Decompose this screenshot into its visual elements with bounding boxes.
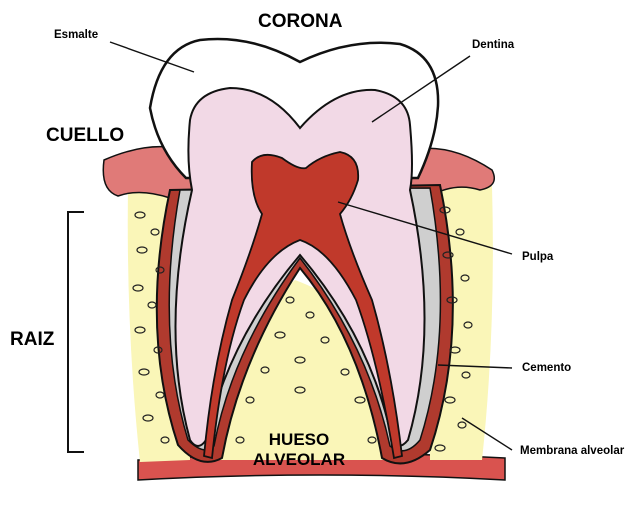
- label-esmalte: Esmalte: [54, 30, 98, 42]
- raiz-bracket: [68, 212, 84, 452]
- label-corona: CORONA: [258, 12, 342, 31]
- label-dentina: Dentina: [472, 40, 514, 52]
- label-hueso-alveolar: HUESO ALVEOLAR: [244, 430, 354, 470]
- label-membrana: Membrana alveolar: [520, 446, 624, 458]
- label-hueso-line1: HUESO: [244, 430, 354, 450]
- label-cuello: CUELLO: [46, 126, 124, 145]
- label-pulpa: Pulpa: [522, 252, 553, 264]
- label-hueso-line2: ALVEOLAR: [244, 450, 354, 470]
- label-raiz: RAIZ: [10, 330, 54, 349]
- label-cemento: Cemento: [522, 363, 571, 375]
